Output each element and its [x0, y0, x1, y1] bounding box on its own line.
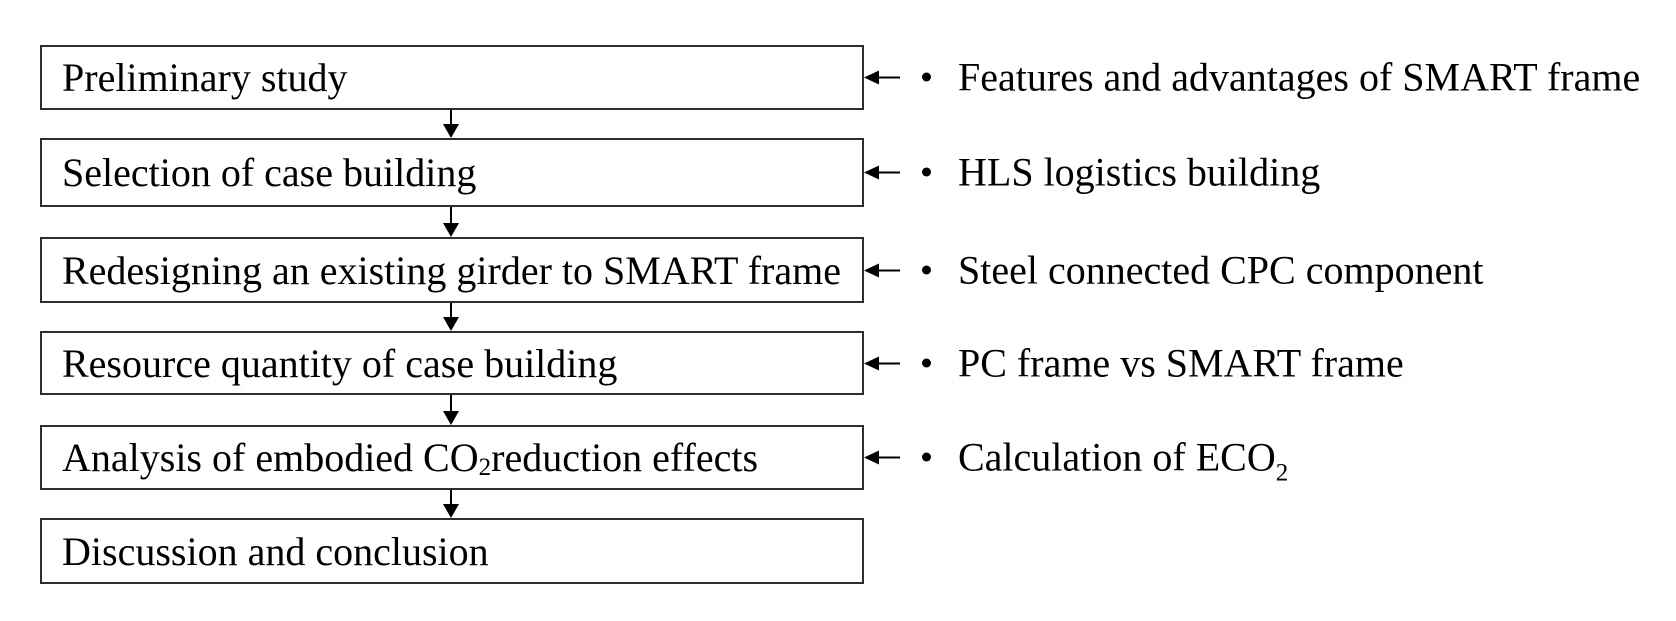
bullet-icon	[922, 358, 931, 368]
annotation-text: PC frame vs SMART frame	[958, 340, 1404, 386]
step-box-resource-quantity: Resource quantity of case building	[40, 331, 864, 395]
annotation-row: Features and advantages of SMART frame	[864, 54, 1640, 101]
down-arrow-icon	[443, 223, 459, 237]
flow-connector	[443, 110, 459, 138]
annotation-label: Calculation of ECO2	[958, 434, 1288, 486]
annotation-text: Calculation of ECO	[958, 434, 1276, 480]
annotation-text-subscript: 2	[1275, 459, 1289, 487]
bullet-icon	[922, 265, 931, 275]
step-label: Preliminary study	[62, 55, 348, 100]
left-arrow-shaft	[879, 456, 900, 458]
step-box-preliminary-study: Preliminary study	[40, 45, 864, 110]
annotation-row: PC frame vs SMART frame	[864, 340, 1404, 387]
step-label: Redesigning an existing girder to SMART …	[62, 247, 841, 293]
annotation-row: Calculation of ECO2	[864, 434, 1288, 486]
step-box-discussion-conclusion: Discussion and conclusion	[40, 518, 864, 584]
left-arrow-icon	[864, 450, 879, 464]
bullet-icon	[922, 72, 931, 82]
step-label: Selection of case building	[62, 150, 477, 195]
left-arrow-icon	[864, 263, 879, 277]
left-arrow-icon	[864, 165, 879, 179]
annotation-label: HLS logistics building	[958, 149, 1320, 196]
annotation-text: Features and advantages of SMART frame	[958, 54, 1641, 100]
left-arrow-icon	[864, 70, 879, 84]
left-arrow-shaft	[879, 76, 900, 78]
step-label-post: reduction effects	[491, 435, 759, 480]
down-arrow-icon	[443, 504, 459, 518]
annotation-row: HLS logistics building	[864, 149, 1320, 196]
left-arrow-icon	[864, 356, 879, 370]
connector-line	[450, 490, 452, 504]
left-arrow-shaft	[879, 362, 900, 364]
annotation-row: Steel connected CPC component	[864, 247, 1483, 294]
down-arrow-icon	[443, 317, 459, 331]
flow-connector	[443, 303, 459, 331]
flow-connector	[443, 395, 459, 425]
flow-connector	[443, 207, 459, 237]
down-arrow-icon	[443, 411, 459, 425]
connector-line	[450, 110, 452, 124]
step-box-selection-of-case-building: Selection of case building	[40, 138, 864, 207]
bullet-icon	[922, 167, 931, 177]
left-arrow-shaft	[879, 269, 900, 271]
left-arrow-shaft	[879, 171, 900, 173]
annotation-label: Features and advantages of SMART frame	[958, 54, 1640, 101]
connector-line	[450, 395, 452, 411]
bullet-icon	[922, 452, 931, 462]
connector-line	[450, 303, 452, 317]
annotation-label: Steel connected CPC component	[958, 247, 1483, 294]
step-label: Analysis of embodied CO	[62, 435, 479, 480]
annotation-text: HLS logistics building	[958, 149, 1321, 195]
step-box-redesigning-girder: Redesigning an existing girder to SMART …	[40, 237, 864, 303]
down-arrow-icon	[443, 124, 459, 138]
flow-connector	[443, 490, 459, 518]
step-label: Discussion and conclusion	[62, 528, 489, 574]
step-label: Resource quantity of case building	[62, 340, 618, 386]
annotation-text: Steel connected CPC component	[958, 247, 1484, 293]
annotation-label: PC frame vs SMART frame	[958, 340, 1404, 387]
connector-line	[450, 207, 452, 223]
